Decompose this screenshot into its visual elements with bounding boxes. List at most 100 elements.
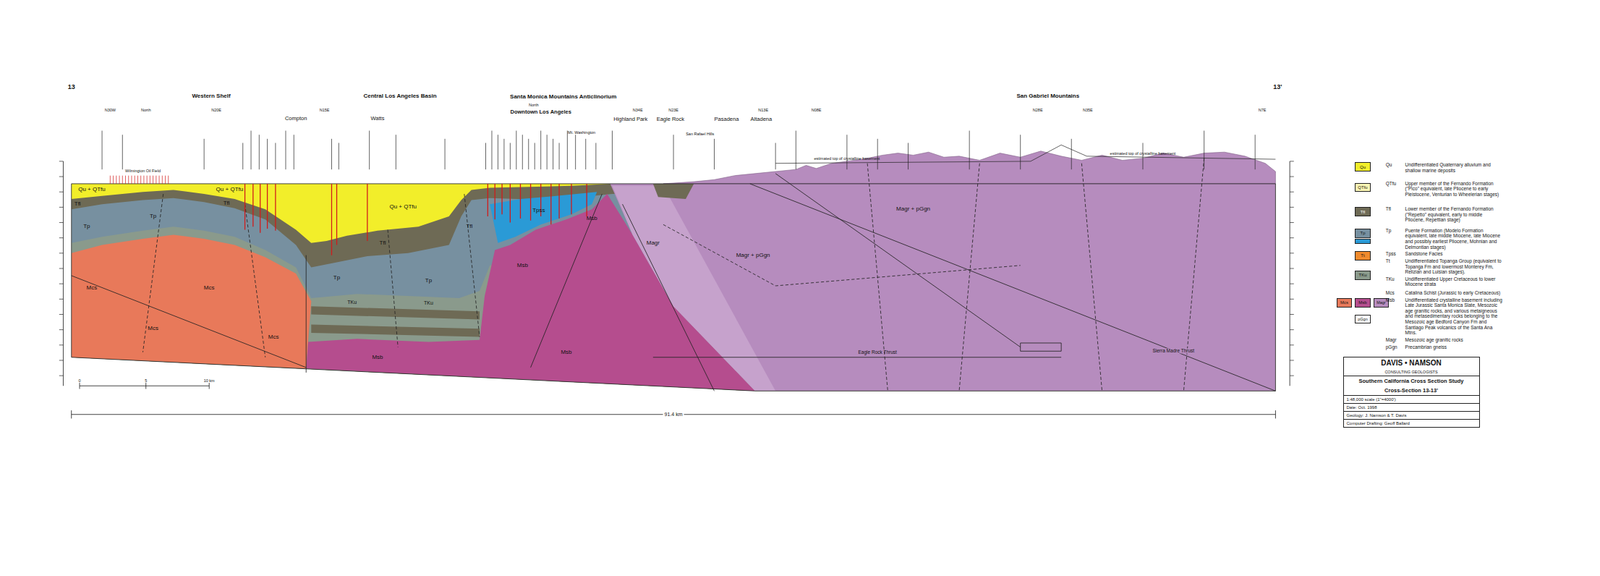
scale-tick-label: 0 — [78, 378, 82, 383]
tick — [59, 160, 64, 162]
swatch-code: Tp — [1359, 230, 1365, 236]
legend-text: Sandstone Facies — [1405, 250, 1504, 257]
unit-label: Tp — [425, 277, 432, 285]
unit-label: Msb — [560, 348, 572, 356]
title-block-text: Date: Oct. 1998 — [1343, 402, 1480, 411]
tick — [101, 130, 103, 170]
tick — [595, 142, 597, 170]
tick — [1289, 160, 1295, 162]
legend-text: Mesozoic age granitic rocks — [1405, 337, 1504, 343]
tick — [503, 138, 505, 170]
region-title: San Gabriel Mountains — [1016, 92, 1080, 100]
tick — [1071, 138, 1072, 170]
tick — [1254, 134, 1256, 170]
bearing: N20E — [211, 107, 222, 113]
unit-label: TKu — [347, 299, 357, 306]
title-block-text: 1:48,000 scale (1"=4000') — [1343, 394, 1480, 403]
swatch-code: Tt — [1360, 253, 1365, 259]
section-length: 91.4 km — [663, 411, 685, 418]
unit-label: Qu + QTfu — [78, 186, 106, 194]
unit-label: TKu — [423, 300, 434, 306]
tick — [444, 138, 446, 170]
tick — [122, 134, 123, 170]
tick — [528, 138, 529, 170]
tick — [522, 134, 523, 170]
place-name: San Rafael Hills — [685, 131, 714, 136]
tick — [128, 175, 129, 184]
tick — [1289, 222, 1295, 223]
tick — [509, 142, 511, 170]
unit-label: Magr — [646, 239, 660, 246]
tick — [119, 175, 121, 184]
tick — [258, 134, 260, 170]
region-title: Central Los Angeles Basin — [363, 92, 437, 100]
tick — [59, 375, 64, 377]
place-name: Compton — [284, 115, 307, 122]
unit-label: Mcs — [86, 284, 98, 291]
tick — [1289, 206, 1295, 208]
tick — [167, 175, 169, 184]
tick — [59, 359, 64, 361]
legend-code: Msb — [1385, 297, 1395, 303]
title-block-text: Computer Drafting: Geoff Ballard — [1343, 418, 1480, 427]
place-name: Pasadena — [714, 116, 740, 123]
unit-label: Tfl — [74, 201, 82, 208]
tick — [775, 142, 777, 170]
unit-label: Mcs — [147, 325, 159, 333]
place-name: Downtown Los Angeles — [510, 109, 572, 116]
tick — [575, 134, 576, 170]
legend-text: Undifferentiated crystalline basement in… — [1405, 297, 1504, 337]
tick — [567, 130, 568, 170]
bearing: N13E — [758, 107, 769, 113]
legend-text: Puente Formation (Modelo Formation equiv… — [1405, 227, 1504, 251]
tick — [1289, 329, 1295, 330]
tick — [59, 283, 64, 285]
tick — [59, 344, 64, 346]
title-block-text: DAVIS • NAMSON — [1343, 357, 1480, 369]
tick — [552, 138, 554, 170]
swatch-code: TKu — [1358, 272, 1367, 278]
tick — [534, 142, 536, 170]
swatch-code: Mcs — [1340, 300, 1349, 306]
legend-text: Precambrian gneiss — [1405, 344, 1504, 351]
tick — [162, 175, 163, 184]
bearing: N08E — [811, 107, 822, 113]
tick — [250, 130, 252, 170]
unit-label: Tp — [149, 213, 157, 220]
legend-code: Qu — [1385, 162, 1393, 168]
legend-swatch — [1354, 238, 1370, 244]
tick — [1289, 176, 1295, 178]
title-block-text: CONSULTING GEOLOGISTS — [1343, 368, 1480, 376]
bearing: N34E — [632, 107, 644, 113]
unit-label: Tp — [333, 274, 340, 281]
place-name: Mt. Washington — [567, 130, 596, 135]
basement-note: estimated top of crystalline basement — [1110, 151, 1177, 156]
swatch-code: pGgn — [1357, 316, 1368, 322]
legend-text: Undifferentiated Upper Cretaceous to low… — [1405, 276, 1504, 288]
tick — [242, 142, 244, 170]
tick — [1142, 142, 1143, 170]
unit-label: Tp — [83, 223, 90, 231]
section-end: 13' — [1273, 83, 1282, 92]
tick — [331, 138, 333, 170]
bearing: N15E — [319, 107, 330, 113]
tick — [159, 175, 160, 184]
legend-code: pGgn — [1385, 344, 1398, 350]
tick — [1289, 359, 1295, 361]
tick — [1289, 313, 1295, 315]
swatch-code: Msb — [1358, 300, 1367, 306]
tick — [59, 313, 64, 315]
unit-label: Tfl — [465, 223, 473, 231]
legend-text: Undifferentiated Quaternary alluvium and… — [1405, 162, 1504, 173]
legend-code: Magr — [1385, 337, 1397, 343]
legend-text: Undifferentiated Topanga Group (equivale… — [1405, 258, 1504, 275]
place-name: Highland Park — [613, 116, 648, 123]
legend-code: TKu — [1385, 276, 1395, 282]
unit-label: Magr + pGgn — [736, 251, 771, 259]
swatch-code: QTfu — [1357, 185, 1368, 191]
unit-label: Msb — [586, 214, 598, 222]
tick — [338, 142, 340, 170]
basement-note: estimated top of crystalline basement — [813, 156, 880, 161]
unit-label: Tfl — [223, 199, 231, 207]
